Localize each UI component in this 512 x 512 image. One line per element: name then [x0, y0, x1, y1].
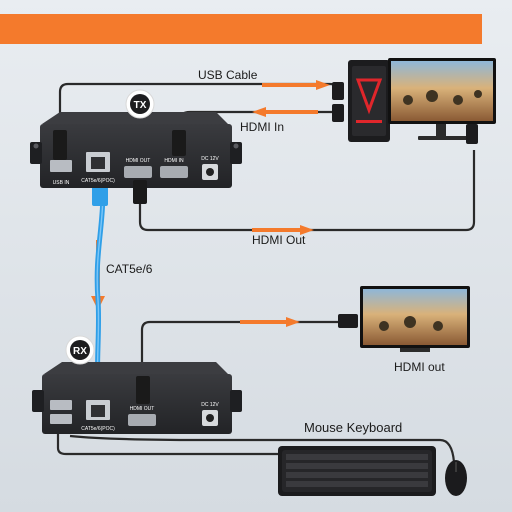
rx-port-hdmi-out: HDMI OUT	[130, 406, 155, 412]
hdmi-out-label: HDMI Out	[252, 233, 306, 247]
header-banner	[0, 14, 482, 44]
arrow-right-icon	[300, 225, 314, 235]
cat-label: CAT5e/6	[106, 262, 153, 276]
mouse-icon	[445, 460, 467, 496]
rx-port-dc: DC 12V	[201, 402, 219, 408]
gaming-pc-icon	[332, 60, 390, 142]
tx-extender	[30, 112, 242, 204]
tx-badge	[125, 89, 155, 119]
tx-port-cat: CAT5e/6(POC)	[81, 178, 115, 184]
rx-badge	[65, 335, 95, 365]
mouse-cable-line	[69, 434, 456, 463]
tx-port-hdmi-in: HDMI IN	[164, 158, 184, 164]
hdmi-in-label: HDMI In	[240, 120, 285, 134]
rx-hdmi-out-cable-line	[140, 320, 340, 380]
mouse-keyboard-label: Mouse Keyboard	[304, 420, 403, 435]
tx-port-dc: DC 12V	[201, 156, 219, 162]
tx-port-hdmi-out: HDMI OUT	[126, 158, 151, 164]
arrow-right-icon	[316, 80, 330, 90]
rx-port-cat: CAT5e/6(POC)	[81, 426, 115, 432]
tv-icon	[338, 286, 470, 352]
tx-port-usb-in: USB IN	[53, 180, 70, 186]
rx-badge-text: RX	[73, 346, 87, 357]
usb-cable-label: USB Cable	[198, 68, 258, 82]
rx-usb-cable-line	[56, 422, 284, 456]
monitor-icon	[388, 58, 496, 144]
rx-hdmi-out-label: HDMI out	[394, 360, 445, 374]
arrow-left-icon	[252, 107, 266, 117]
rx-extender	[32, 362, 242, 434]
keyboard-icon	[278, 446, 436, 496]
arrow-right-icon	[286, 317, 300, 327]
tx-badge-text: TX	[134, 100, 147, 111]
